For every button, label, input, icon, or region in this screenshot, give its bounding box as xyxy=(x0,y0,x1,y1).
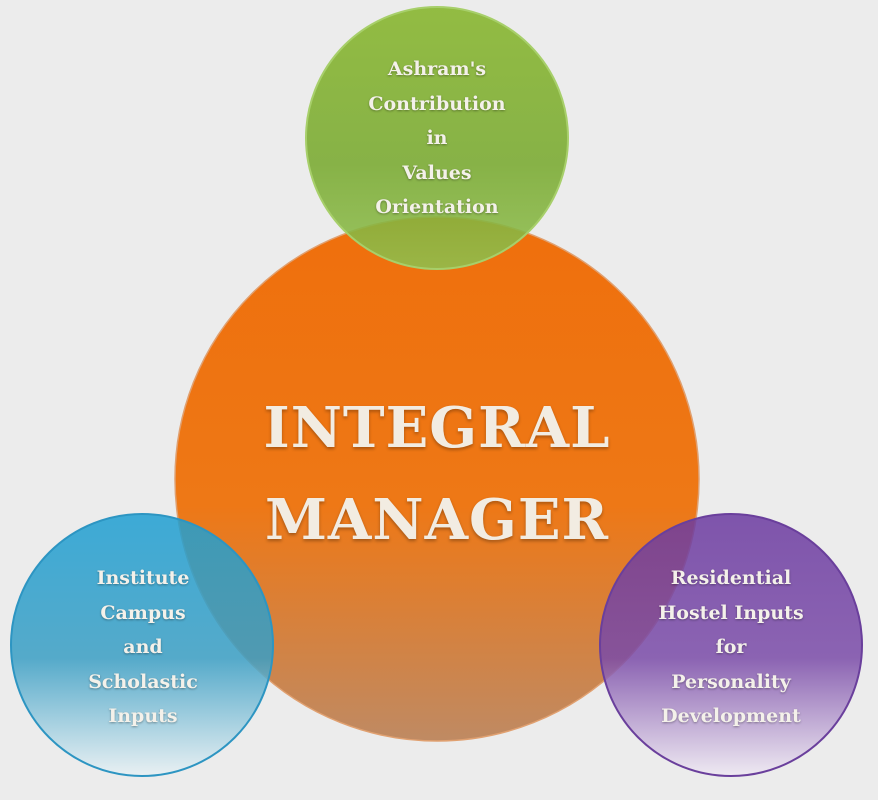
top-circle-label: Ashram's Contribution in Values Orientat… xyxy=(337,51,537,226)
center-circle-label: INTEGRAL MANAGER xyxy=(237,382,637,566)
right-circle-label: Residential Hostel Inputs for Personalit… xyxy=(631,560,831,735)
top-label-line: Ashram's xyxy=(387,58,487,81)
top-label-line: Orientation xyxy=(375,196,499,219)
left-label-line: Inputs xyxy=(108,705,178,728)
left-circle xyxy=(10,513,274,777)
right-circle xyxy=(599,513,863,777)
center-label-line: MANAGER xyxy=(264,487,610,553)
top-label-line: Contribution xyxy=(368,92,506,115)
top-label-line: Values xyxy=(402,161,472,184)
left-circle-label: Institute Campus and Scholastic Inputs xyxy=(43,560,243,735)
right-label-line: Residential xyxy=(670,567,792,590)
left-label-line: and xyxy=(123,636,163,659)
right-label-line: Personality xyxy=(671,670,791,693)
top-circle xyxy=(305,6,569,270)
right-label-line: for xyxy=(715,636,747,659)
left-label-line: Scholastic xyxy=(88,670,198,693)
center-label-line: INTEGRAL xyxy=(263,395,611,461)
left-label-line: Campus xyxy=(100,601,186,624)
left-label-line: Institute xyxy=(96,567,190,590)
right-label-line: Hostel Inputs xyxy=(658,601,804,624)
top-label-line: in xyxy=(426,127,448,150)
right-label-line: Development xyxy=(661,705,801,728)
